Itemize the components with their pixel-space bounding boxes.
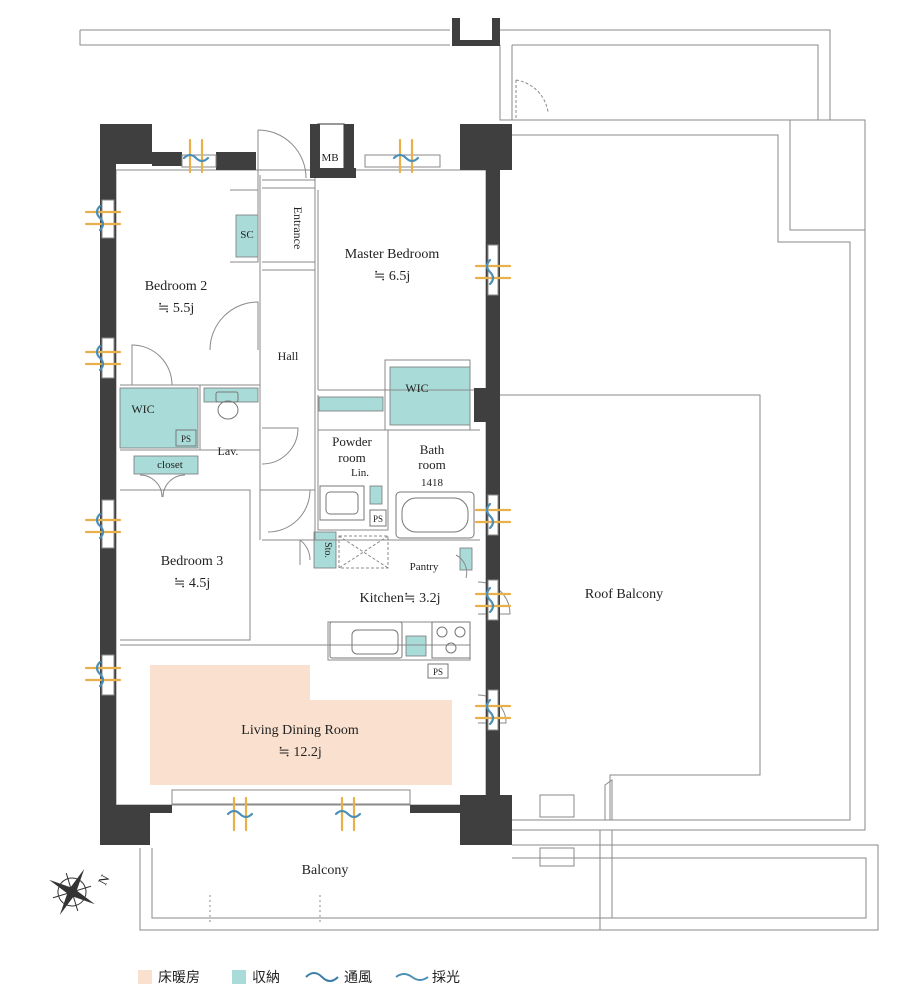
ps-label-2: PS: [373, 514, 383, 524]
mb-storage: [317, 123, 345, 175]
bath-label-2: room: [418, 457, 445, 472]
bedroom2-name: Bedroom 2: [145, 279, 208, 294]
entrance-label: Entrance: [291, 207, 305, 250]
powder-label-2: room: [338, 450, 365, 465]
fixtures: [175, 391, 475, 679]
living-floor-heating-area: [150, 665, 452, 785]
ventilation-wave-icon: [305, 972, 339, 982]
pantry-storage: [459, 547, 473, 571]
legend-ventilation-label: 通風: [344, 970, 372, 986]
bedroom2-size: ≒ 5.5j: [158, 301, 195, 316]
wic-label: WIC: [131, 402, 154, 416]
legend-storage-label: 収納: [252, 970, 280, 986]
window-frames: [101, 154, 499, 805]
ventilation-markers: [84, 138, 512, 832]
door-swings: [131, 79, 549, 724]
daylight-wave-icon: [395, 973, 429, 981]
balcony-label: Balcony: [302, 863, 349, 878]
kitchen-counter-storage: [405, 635, 427, 657]
living-name: Living Dining Room: [241, 723, 359, 738]
bedroom3-size: ≒ 4.5j: [174, 576, 211, 591]
legend-floor-heating-label: 床暖房: [158, 970, 200, 986]
kitchen-label: Kitchen≒ 3.2j: [360, 591, 441, 606]
compass-north-letter: N: [95, 872, 113, 888]
sto-storage: [313, 531, 337, 569]
ps-label-3: PS: [433, 667, 443, 677]
legend-daylight-label: 採光: [432, 970, 460, 986]
master-bedroom-size: ≒ 6.5j: [374, 269, 411, 284]
hall-label: Hall: [278, 349, 299, 363]
powder-storage: [318, 396, 384, 412]
powder-label-1: Powder: [332, 434, 372, 449]
outdoor-outlines: [79, 29, 879, 931]
roof-balcony-label: Roof Balcony: [585, 587, 663, 602]
wic-bedroom2-storage: [119, 387, 199, 449]
bath-label-1: Bath: [420, 442, 445, 457]
wic-master-storage: [389, 366, 471, 426]
master-bedroom-name: Master Bedroom: [345, 247, 440, 262]
bath-size-label: 1418: [421, 477, 444, 489]
closet-storage: [133, 455, 199, 475]
lav-label: Lav.: [218, 444, 239, 458]
pantry-label: Pantry: [410, 561, 439, 573]
ps-label-1: PS: [181, 434, 191, 444]
storage-swatch: [232, 970, 246, 984]
living-size: ≒ 12.2j: [278, 745, 322, 760]
lav-counter-storage: [203, 387, 259, 403]
sto-label: Sto.: [322, 542, 333, 558]
bedroom3-name: Bedroom 3: [161, 554, 224, 569]
wic-master-label: WIC: [405, 381, 428, 395]
compass-rose-icon: [49, 869, 95, 915]
sc-label: SC: [240, 229, 253, 241]
mb-label: MB: [321, 152, 338, 164]
closet-label: closet: [157, 459, 183, 471]
lin-storage: [369, 485, 383, 505]
floor-heating-swatch: [138, 970, 152, 984]
lin-label: Lin.: [351, 467, 369, 479]
